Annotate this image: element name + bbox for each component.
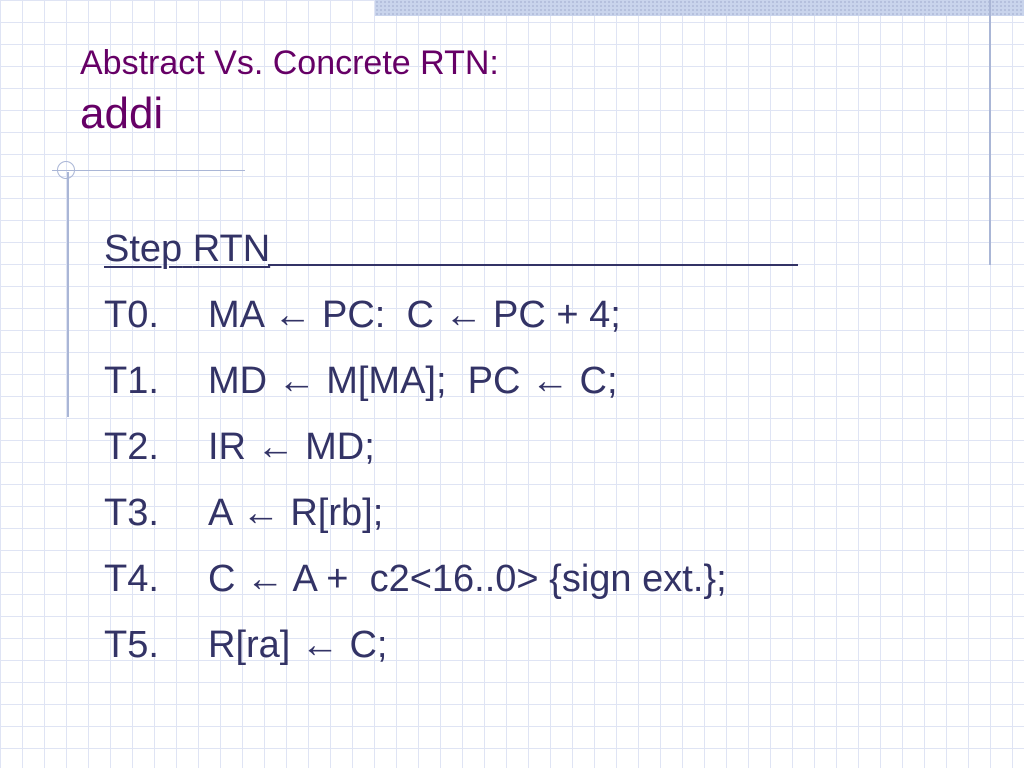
rtn-statement: C ← A + c2<16..0> {sign ext.}; xyxy=(208,557,727,600)
decorative-crosshair xyxy=(57,161,75,179)
rtn-row: T1. MD ← M[MA]; PC ← C; xyxy=(104,348,798,414)
decorative-corner-band xyxy=(375,0,1024,16)
decorative-vertical-line-left xyxy=(67,172,69,417)
rtn-row: T3. A ← R[rb]; xyxy=(104,480,798,546)
rtn-statement: A ← R[rb]; xyxy=(208,491,384,534)
step-label: T1. xyxy=(104,359,159,402)
rtn-row: T4. C ← A + c2<16..0> {sign ext.}; xyxy=(104,546,798,612)
slide-title: Abstract Vs. Concrete RTN: addi xyxy=(80,46,499,136)
decorative-title-underline xyxy=(52,170,245,171)
step-label: T4. xyxy=(104,557,159,600)
step-label: T3. xyxy=(104,491,159,534)
rtn-row: T0. MA ← PC: C ← PC + 4; xyxy=(104,282,798,348)
step-label: T5. xyxy=(104,623,159,666)
step-label: T2. xyxy=(104,425,159,468)
header-step: Step xyxy=(104,227,183,270)
header-rtn: RTN xyxy=(192,227,271,270)
rtn-statement: MA ← PC: C ← PC + 4; xyxy=(208,293,621,336)
rtn-row: T5. R[ra] ← C; xyxy=(104,612,798,678)
decorative-vertical-line-right xyxy=(989,0,991,265)
header-underline-fill xyxy=(268,232,799,266)
rtn-statement: MD ← M[MA]; PC ← C; xyxy=(208,359,618,402)
rtn-table: Step RTN T0. MA ← PC: C ← PC + 4; T1. MD… xyxy=(104,216,799,678)
slide-title-line2: addi xyxy=(80,89,164,138)
slide-title-line1: Abstract Vs. Concrete RTN: xyxy=(80,44,499,82)
rtn-statement: IR ← MD; xyxy=(208,425,375,468)
step-label: T0. xyxy=(104,293,159,336)
rtn-table-header: Step RTN xyxy=(104,216,799,282)
rtn-row: T2. IR ← MD; xyxy=(104,414,798,480)
rtn-statement: R[ra] ← C; xyxy=(208,623,388,666)
